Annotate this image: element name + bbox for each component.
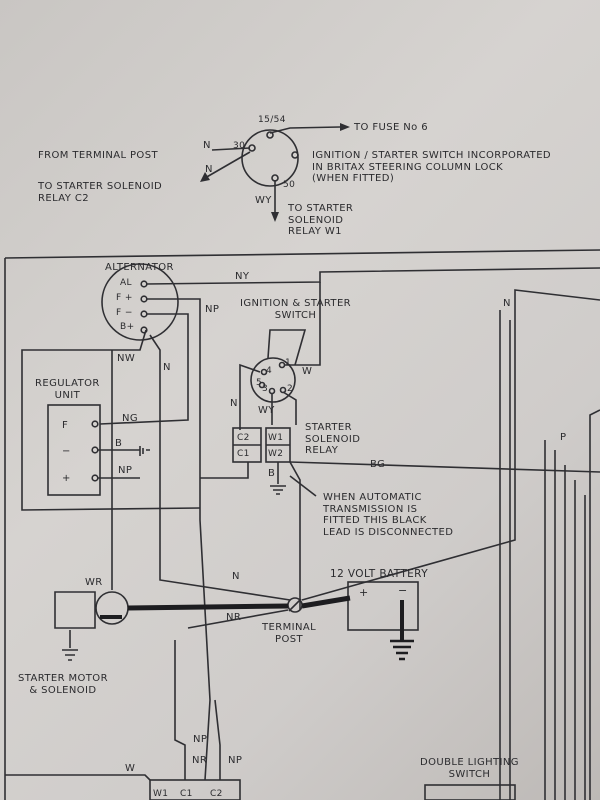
ign-terminal-4: 4 xyxy=(266,366,273,376)
regulator-plus: + xyxy=(62,473,71,484)
heavy-cable-starter xyxy=(127,603,289,611)
wire-n-label-1: N xyxy=(203,140,211,151)
wire-n-top xyxy=(211,147,251,151)
wire-n-diag xyxy=(204,151,251,179)
wire-nr xyxy=(187,609,289,629)
wire-bg xyxy=(289,461,600,473)
arrow-down-icon xyxy=(271,212,279,222)
wire-np-reg-label: NP xyxy=(118,465,133,476)
terminal-f-plus-label: F + xyxy=(116,293,133,303)
starter-solenoid xyxy=(95,591,129,625)
steering-lock-label: IGNITION / STARTER SWITCH INCORPORATED I… xyxy=(312,150,552,184)
bottom-c2-label: C2 xyxy=(210,789,223,799)
wire-ng-label: NG xyxy=(122,413,139,424)
relay-w1: W1 xyxy=(268,433,284,443)
battery-title: 12 VOLT BATTERY xyxy=(330,568,429,580)
wire-n-alt-label: N xyxy=(163,362,171,373)
wire-nr-label: NR xyxy=(226,612,242,623)
wire-ign-loop xyxy=(267,329,307,366)
terminal-50-label: 50 xyxy=(283,180,296,190)
heavy-cable-battery xyxy=(301,595,351,609)
wire-ny xyxy=(145,267,600,285)
terminal-al-label: AL xyxy=(120,278,132,288)
wire-np xyxy=(146,298,211,781)
alternator-body xyxy=(101,263,179,341)
wire-wy-label: WY xyxy=(255,195,272,206)
from-terminal-post-label: FROM TERMINAL POST xyxy=(38,150,158,161)
relay-w2: W2 xyxy=(268,449,284,459)
arrow-right-icon xyxy=(340,123,350,131)
wire-n-right xyxy=(301,289,600,601)
wire-w-ign xyxy=(284,282,321,366)
to-fuse-label: TO FUSE No 6 xyxy=(354,122,429,133)
ignition-switch-title: IGNITION & STARTER SWITCH xyxy=(240,298,352,321)
right-p-label: P xyxy=(560,432,567,443)
bottom-np2-label: NP xyxy=(228,755,243,766)
ign-wire-n-label: N xyxy=(230,398,238,409)
wire-wr-reg-label: WR xyxy=(85,577,103,588)
relay-c2: C2 xyxy=(237,433,250,443)
ign-terminal-2: 2 xyxy=(287,384,294,394)
battery-box xyxy=(347,581,419,631)
steering-lock-switch xyxy=(241,129,299,187)
ign-wire-wy-label: WY xyxy=(258,405,275,416)
wire-nw-label: NW xyxy=(117,353,136,364)
starter-body xyxy=(54,591,96,629)
terminal-30-label: 30 xyxy=(233,141,246,151)
battery-plus: + xyxy=(359,586,369,599)
ignition-switch xyxy=(250,357,296,403)
terminal-15-dot xyxy=(266,131,274,139)
ign-terminal-1: 1 xyxy=(285,358,292,368)
double-lighting-switch-label: DOUBLE LIGHTING SWITCH xyxy=(420,757,519,780)
relay-ground xyxy=(270,485,286,495)
ign-wire-w-label: W xyxy=(302,366,313,377)
starter-motor-title: STARTER MOTOR & SOLENOID xyxy=(18,673,108,696)
terminal-f-minus-label: F − xyxy=(116,308,133,318)
automatic-note: WHEN AUTOMATIC TRANSMISSION IS FITTED TH… xyxy=(323,492,454,538)
terminal-15-54-label: 15/54 xyxy=(258,115,286,125)
bottom-np-label: NP xyxy=(193,734,208,745)
bottom-nr-label: NR xyxy=(192,755,208,766)
battery-ground-icon xyxy=(390,639,414,661)
terminal-mid-dot xyxy=(291,151,299,159)
wire-n-label-2: N xyxy=(205,164,213,175)
ign-terminal-5: 5 xyxy=(256,378,263,388)
wire-to-fuse xyxy=(269,126,341,134)
arrow-diag-icon xyxy=(200,172,210,182)
wire-ny-label: NY xyxy=(235,271,250,282)
ign-terminal-3: 3 xyxy=(262,384,269,394)
relay-wire-b-label: B xyxy=(268,468,276,479)
bottom-w-label: W xyxy=(125,763,136,774)
wire-n-alt xyxy=(149,334,291,601)
wire-nw xyxy=(21,329,201,511)
terminal-post-title: TERMINAL POST xyxy=(262,622,317,645)
to-solenoid-w1-label: TO STARTER SOLENOID RELAY W1 xyxy=(288,203,354,237)
bottom-w1-label: W1 xyxy=(153,789,169,799)
battery-minus: − xyxy=(398,584,408,597)
wire-n-post-label: N xyxy=(232,571,240,582)
wire-f-minus xyxy=(99,313,189,425)
wire-np-label: NP xyxy=(205,304,220,315)
note-leader xyxy=(289,475,317,497)
wire-n-ign xyxy=(239,363,261,430)
wire-bg-label: BG xyxy=(370,459,386,470)
wire-wp xyxy=(200,462,249,479)
alternator-title: ALTERNATOR xyxy=(105,262,174,273)
regulator-f: F xyxy=(62,420,69,431)
relay-c1: C1 xyxy=(237,449,250,459)
to-starter-solenoid-relay-label: TO STARTER SOLENOID RELAY C2 xyxy=(38,181,163,204)
reg-ground xyxy=(139,446,150,456)
relay-title: STARTER SOLENOID RELAY xyxy=(305,422,361,456)
wire-relay-post xyxy=(289,461,301,610)
wire-b-reg-label: B xyxy=(115,438,123,449)
bottom-c1-label: C1 xyxy=(180,789,193,799)
regulator-title: REGULATOR UNIT xyxy=(35,378,100,401)
terminal-b-plus-label: B+ xyxy=(120,322,135,332)
regulator-minus: − xyxy=(62,446,71,457)
right-n-label: N xyxy=(503,298,511,309)
frame-top-line xyxy=(4,249,600,259)
wire-ign-2 xyxy=(282,391,297,425)
